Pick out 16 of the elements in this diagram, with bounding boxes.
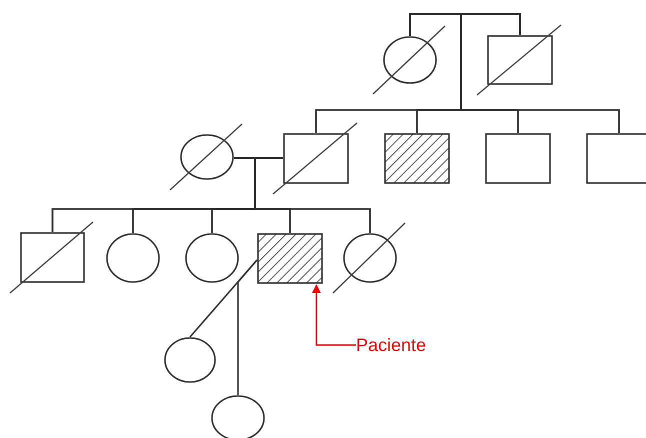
deceased-circle-symbol xyxy=(343,233,397,283)
deceased-circle-symbol xyxy=(180,134,234,180)
deceased-square-symbol xyxy=(487,35,553,85)
deceased-square-symbol xyxy=(20,232,85,283)
deceased-square-symbol xyxy=(283,133,349,184)
circle-symbol xyxy=(106,233,160,283)
pointer-arrow xyxy=(312,284,356,346)
circle-symbol xyxy=(185,233,239,283)
circle-symbol xyxy=(164,337,216,383)
hatched-square-symbol xyxy=(257,233,323,284)
hatched-square-symbol xyxy=(384,133,450,184)
square-symbol xyxy=(485,133,551,184)
deceased-circle-symbol xyxy=(383,36,437,84)
pedigree-line xyxy=(237,259,258,395)
patient-label: Paciente xyxy=(356,333,446,357)
pedigree-line xyxy=(460,13,620,133)
